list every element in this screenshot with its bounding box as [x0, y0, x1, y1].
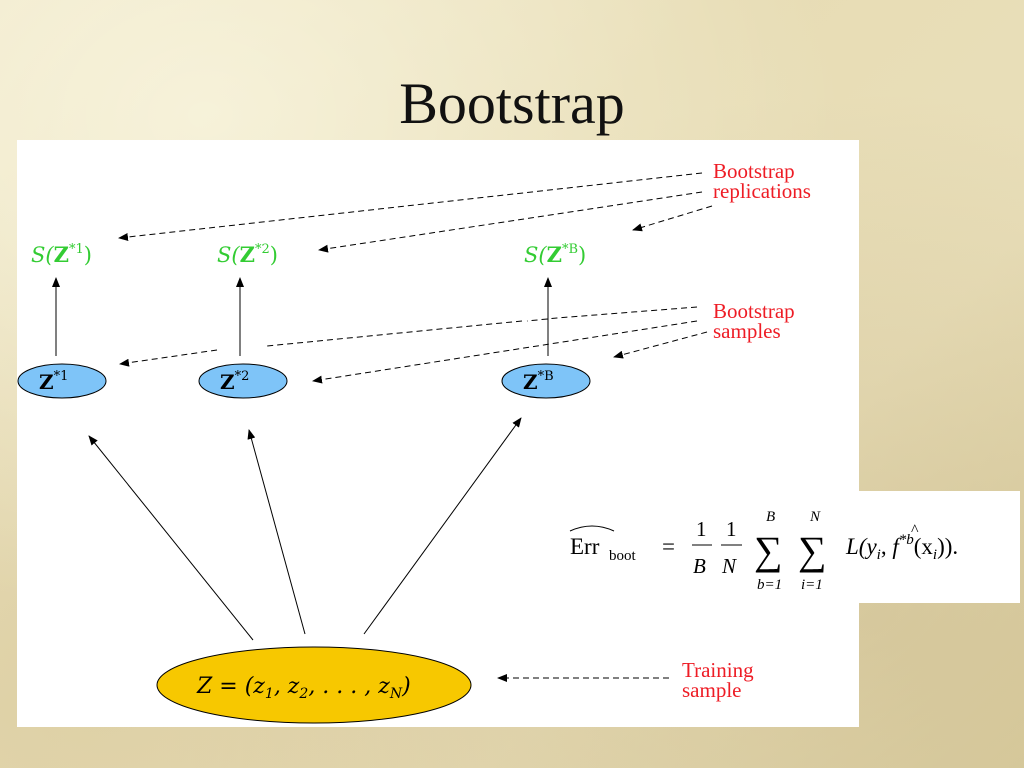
- train-arrow-1: [88, 435, 254, 641]
- sample-node-2: Z*2: [198, 363, 288, 399]
- formula-body: L(yi, f*b(xi)).: [845, 532, 958, 563]
- sum1-symbol: ∑: [754, 528, 783, 573]
- replication-arrow-1: [118, 172, 703, 241]
- replications-arrows: [118, 172, 713, 253]
- sample-arrow-1c: [119, 349, 218, 367]
- formula-equals: =: [662, 534, 675, 559]
- frac2-num: 1: [726, 517, 737, 541]
- svg-text:Bootstrap: Bootstrap: [713, 299, 795, 323]
- sum2-upper: N: [809, 509, 821, 525]
- fhat-hat: ^: [911, 522, 919, 539]
- sample-arrow-1: [526, 306, 698, 322]
- frac1-den: B: [693, 554, 706, 578]
- sample-arrow-1b: [266, 320, 523, 347]
- train-arrow-3: [363, 417, 522, 635]
- bootstrap-error-formula: Err boot = 1 B 1 N B ∑ b=1 N ∑ i=1 L(yi,…: [556, 491, 1020, 603]
- train-arrow-2: [247, 429, 306, 635]
- training-node-label: Z = (z1, z2, . . . , zN): [196, 674, 411, 702]
- training-label: Training sample: [682, 658, 754, 702]
- widehat-mark: [569, 525, 615, 532]
- slide-title: Bootstrap: [399, 71, 625, 136]
- svg-text:sample: sample: [682, 678, 741, 702]
- sample-label-2: Z*2: [220, 369, 249, 394]
- replications-label: Bootstrap replications: [713, 159, 811, 203]
- samples-arrows: [119, 306, 708, 384]
- statistic-3: S(Z*B): [524, 242, 586, 267]
- sample-node-3: Z*B: [501, 363, 591, 399]
- svg-text:samples: samples: [713, 319, 781, 343]
- training-node: Z = (z1, z2, . . . , zN): [156, 646, 472, 724]
- formula-err: Err: [570, 534, 600, 559]
- svg-text:Bootstrap: Bootstrap: [713, 159, 795, 183]
- samples-label: Bootstrap samples: [713, 299, 795, 343]
- svg-text:Training: Training: [682, 658, 754, 682]
- sum2-symbol: ∑: [798, 528, 827, 573]
- sample-label-3: Z*B: [523, 369, 554, 394]
- sum1-upper: B: [766, 509, 775, 525]
- replication-arrow-3: [632, 205, 713, 232]
- sample-arrow-2: [312, 320, 698, 384]
- sample-arrow-3: [613, 331, 708, 359]
- statistic-2: S(Z*2): [217, 242, 278, 267]
- bootstrap-diagram: S(Z*1) S(Z*2) S(Z*B) Z*1 Z*2 Z*B: [17, 140, 859, 727]
- sample-label-1: Z*1: [39, 369, 68, 394]
- frac1-num: 1: [696, 517, 707, 541]
- statistic-1: S(Z*1): [31, 242, 92, 267]
- sum2-lower: i=1: [801, 577, 823, 593]
- sum1-lower: b=1: [757, 577, 782, 593]
- replication-arrow-2: [318, 191, 703, 253]
- frac2-den: N: [721, 554, 737, 578]
- formula-err-sub: boot: [609, 548, 637, 564]
- svg-text:replications: replications: [713, 179, 811, 203]
- sample-node-1: Z*1: [17, 363, 107, 399]
